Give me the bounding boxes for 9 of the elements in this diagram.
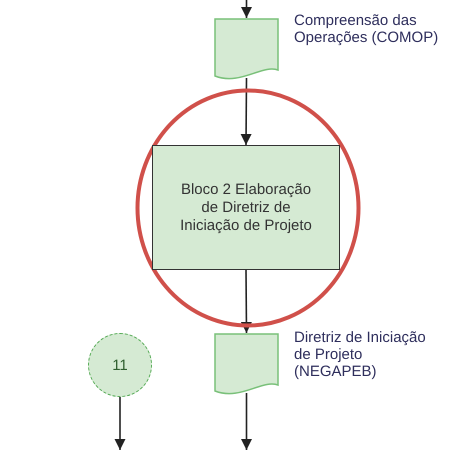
arrow xyxy=(240,78,252,145)
arrow xyxy=(241,393,252,450)
arrow xyxy=(241,0,252,18)
document-caption: Diretriz de Iniciação de Projeto (NEGAPEB) xyxy=(294,329,427,380)
connector-circle: 11 xyxy=(88,333,152,397)
arrow xyxy=(114,397,126,450)
arrow xyxy=(240,270,252,333)
document-caption: Compreensão das Operações (COMOP) xyxy=(294,12,440,46)
process-box: Bloco 2 Elaboração de Diretriz de Iniciação de Projeto xyxy=(152,145,340,270)
